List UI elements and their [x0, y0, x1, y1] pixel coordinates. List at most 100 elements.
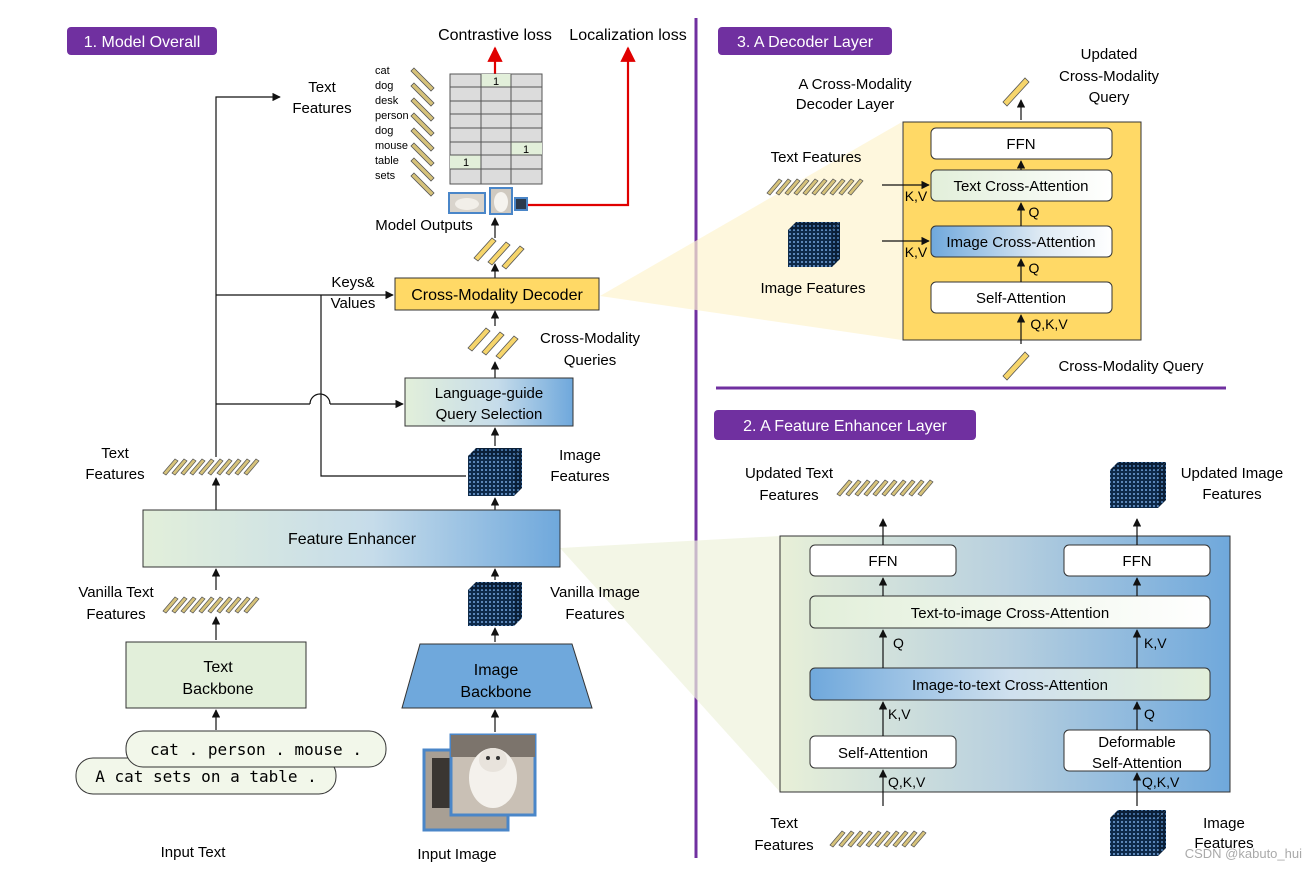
- cross-modality-queries-label-line1: Cross-Modality: [540, 330, 641, 347]
- input-image-stack: [422, 733, 537, 832]
- deformable-self-attention-label-line2: Self-Attention: [1092, 755, 1182, 772]
- enhancer-q-label-right: Q: [1144, 706, 1155, 722]
- query-selection-label-line1: Language-guide: [435, 385, 543, 402]
- decoder-ffn-label: FFN: [1006, 136, 1035, 153]
- updated-image-features-cube: [1110, 462, 1166, 508]
- enhancer-q-label-left: Q: [893, 635, 904, 651]
- token-word: mouse: [375, 140, 408, 152]
- vanilla-text-features-label-line2: Features: [86, 606, 145, 623]
- deformable-self-attention-box: Deformable Self-Attention: [1063, 729, 1211, 772]
- decoder-layer-title-line1: A Cross-Modality: [798, 76, 912, 93]
- grid-match-mark: 1: [523, 144, 529, 156]
- cross-modality-query-strips: [467, 327, 519, 360]
- input-text-label: Input Text: [161, 844, 227, 861]
- enhancer-zoom-wedge: [560, 536, 780, 792]
- decoder-self-attention-label: Self-Attention: [976, 290, 1066, 307]
- image-to-text-cross-attention-box: Image-to-text Cross-Attention: [809, 667, 1211, 701]
- section-badge-feature-enhancer-layer: 2. A Feature Enhancer Layer: [714, 410, 976, 440]
- vanilla-image-features-label-line1: Vanilla Image: [550, 584, 640, 601]
- section-title-decoder-layer: 3. A Decoder Layer: [737, 34, 874, 51]
- localization-loss-label: Localization loss: [569, 27, 686, 44]
- decoder-image-features-cube: [788, 222, 840, 267]
- text-features-label-line1: Text: [101, 445, 129, 462]
- decoder-qkv-label: Q,K,V: [1030, 316, 1068, 332]
- decoder-text-features-label: Text Features: [771, 149, 862, 166]
- decoder-ffn-box: FFN: [930, 127, 1113, 160]
- image-features-label-line2: Features: [550, 468, 609, 485]
- cross-modality-decoder-label: Cross-Modality Decoder: [411, 287, 583, 304]
- text-backbone-box: Text Backbone: [125, 641, 307, 709]
- enhancer-ffn-right-label: FFN: [1122, 553, 1151, 570]
- updated-query-label-line2: Cross-Modality: [1059, 68, 1160, 85]
- decoder-kv-label-text: K,V: [905, 188, 928, 204]
- cross-modality-queries-label-line2: Queries: [564, 352, 617, 369]
- section-title-model-overall: 1. Model Overall: [84, 34, 201, 51]
- query-selection-box: Language-guide Query Selection: [404, 377, 574, 427]
- enhancer-ffn-left-box: FFN: [809, 544, 957, 577]
- image-features-label-line1: Image: [559, 447, 601, 464]
- vanilla-image-features-cube: [468, 582, 522, 626]
- image-backbone-label-line2: Backbone: [460, 684, 531, 701]
- decoder-image-cross-attention-box: Image Cross-Attention: [930, 225, 1113, 258]
- image-to-text-cross-attention-label: Image-to-text Cross-Attention: [912, 677, 1108, 694]
- section-badge-decoder-layer: 3. A Decoder Layer: [718, 27, 892, 55]
- decoder-text-features-strips: [766, 178, 864, 196]
- enhancer-text-features-strips: [829, 830, 927, 848]
- text-features-label-line2: Features: [85, 466, 144, 483]
- enhancer-image-features-label-line1: Image: [1203, 815, 1245, 832]
- grid-match-mark: 1: [463, 157, 469, 169]
- decoder-kv-label-image: K,V: [905, 244, 928, 260]
- grid-match-mark: 1: [493, 76, 499, 88]
- text-features-top-label-line1: Text: [308, 79, 336, 96]
- vanilla-text-features-strips: [162, 596, 260, 614]
- csdn-watermark: CSDN @kabuto_hui: [1185, 846, 1302, 861]
- updated-text-features-label-line2: Features: [759, 487, 818, 504]
- enhancer-image-features-label-line2: Features: [1194, 835, 1253, 852]
- keys-values-label-line2: Values: [331, 295, 376, 312]
- enhancer-qkv-label-left: Q,K,V: [888, 774, 926, 790]
- enhancer-kv-label-right: K,V: [1144, 635, 1167, 651]
- updated-image-features-label-line1: Updated Image: [1181, 465, 1284, 482]
- input-text-sentence: A cat sets on a table .: [95, 767, 317, 786]
- updated-query-label-line3: Query: [1089, 89, 1130, 106]
- input-image-label: Input Image: [417, 846, 496, 863]
- enhancer-text-features-label-line1: Text: [770, 815, 798, 832]
- enhancer-self-attention-label: Self-Attention: [838, 745, 928, 762]
- decoder-image-features-label: Image Features: [760, 280, 865, 297]
- enhancer-ffn-right-box: FFN: [1063, 544, 1211, 577]
- model-outputs-label: Model Outputs: [375, 217, 473, 234]
- token-word: sets: [375, 170, 396, 182]
- enhancer-text-features-label-line2: Features: [754, 837, 813, 854]
- token-feature-strips: [410, 67, 435, 197]
- cross-modality-decoder-box: Cross-Modality Decoder: [394, 277, 600, 311]
- input-text-categories: cat . person . mouse .: [150, 740, 362, 759]
- token-word: cat: [375, 65, 390, 77]
- decoded-query-strips: [473, 237, 525, 270]
- decoder-input-query-strip: [1002, 351, 1030, 381]
- similarity-grid: 1 1 1: [449, 73, 543, 185]
- enhancer-kv-label-left: K,V: [888, 706, 911, 722]
- text-to-image-cross-attention-box: Text-to-image Cross-Attention: [809, 595, 1211, 629]
- image-features-cube-mid: [468, 448, 522, 496]
- vanilla-image-features-label-line2: Features: [565, 606, 624, 623]
- text-to-image-cross-attention-label: Text-to-image Cross-Attention: [911, 605, 1109, 622]
- token-word: dog: [375, 125, 393, 137]
- feature-enhancer-box: Feature Enhancer: [142, 509, 561, 568]
- decoder-self-attention-box: Self-Attention: [930, 281, 1113, 314]
- decoder-zoom-wedge: [600, 122, 902, 340]
- image-backbone-box: Image Backbone: [401, 643, 593, 709]
- updated-query-label-line1: Updated: [1081, 46, 1138, 63]
- enhancer-connectors: [878, 518, 1142, 806]
- decoder-connectors: [882, 99, 1026, 344]
- enhancer-image-features-cube: [1110, 810, 1166, 856]
- token-word: desk: [375, 95, 399, 107]
- updated-text-features-strips: [836, 479, 934, 497]
- text-features-top-label-line2: Features: [292, 100, 351, 117]
- vanilla-text-features-label-line1: Vanilla Text: [78, 584, 154, 601]
- token-word: table: [375, 155, 399, 167]
- feature-enhancer-label: Feature Enhancer: [288, 531, 417, 548]
- decoder-text-cross-attention-box: Text Cross-Attention: [930, 169, 1113, 202]
- token-word: person: [375, 110, 409, 122]
- decoder-q-label-2: Q: [1029, 260, 1040, 276]
- text-backbone-label-line2: Backbone: [182, 681, 253, 698]
